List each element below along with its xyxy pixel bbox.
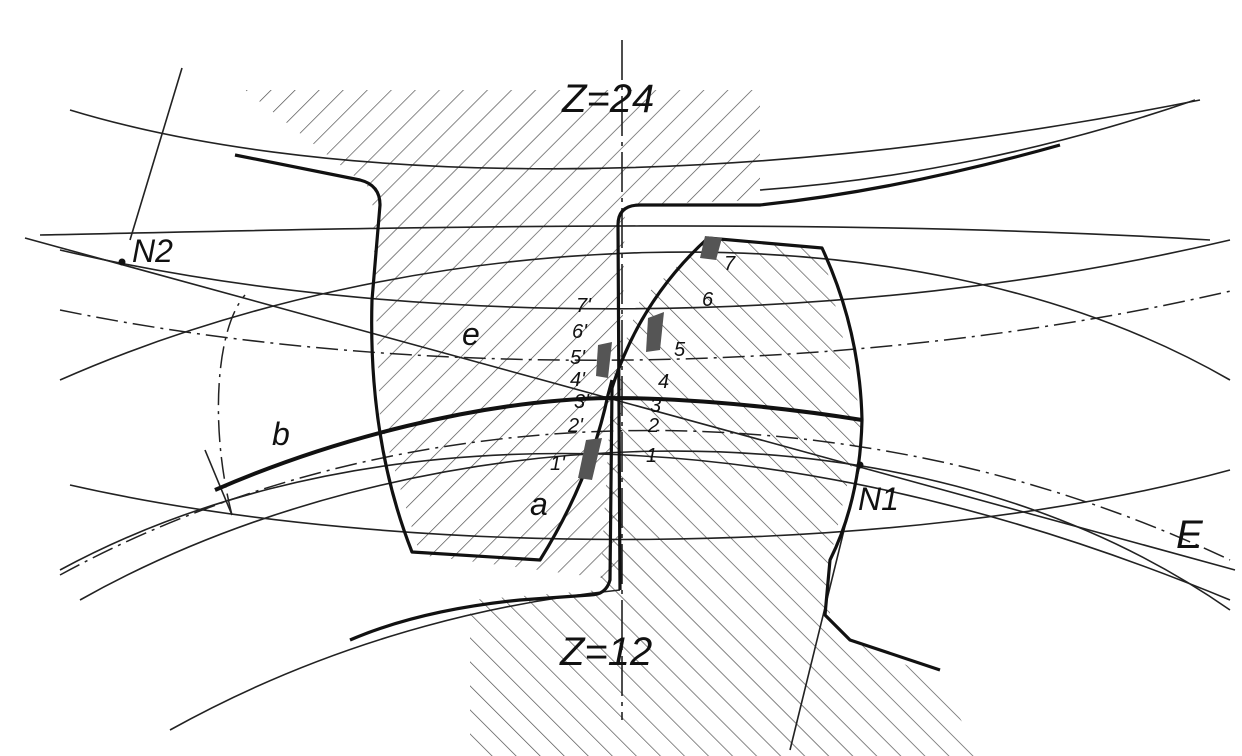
lower-gear-profile (349, 236, 941, 672)
flank-number: 4 (658, 371, 669, 393)
lower-gear-hatching (470, 238, 980, 756)
flank-number: 2 (647, 415, 659, 437)
flank-number: 4' (570, 369, 586, 391)
upper-gear-hatching (245, 90, 760, 580)
flank-number: 6' (572, 321, 588, 343)
flank-number: 1' (550, 453, 566, 475)
flank-number: 2' (567, 415, 584, 437)
label-e-lower: e (462, 316, 480, 352)
flank-number: 7' (576, 295, 592, 317)
left-flank-numbers: 1' 2' 3' 4' 5' 6' 7' (550, 295, 592, 475)
flank-number: 6 (702, 289, 714, 311)
gear-circles (39, 99, 1236, 731)
right-flank-numbers: 1 2 3 4 5 6 7 (646, 253, 736, 467)
flank-number: 3' (574, 391, 590, 413)
flank-number: 5' (570, 347, 586, 369)
label-n2: N2 (132, 233, 173, 269)
label-b: b (272, 416, 290, 452)
point-n1 (856, 461, 864, 469)
contact-strips (578, 236, 722, 480)
flank-number: 3 (650, 395, 661, 417)
label-z-top: Z=24 (561, 77, 654, 121)
flank-number: 1 (646, 445, 657, 467)
label-a: a (530, 486, 548, 522)
label-n1: N1 (858, 481, 899, 517)
flank-number: 7 (724, 253, 736, 275)
label-e-upper: E (1176, 513, 1204, 557)
contact-path-b (214, 395, 863, 492)
construction-lines (24, 40, 1236, 751)
flank-number: 5 (674, 339, 686, 361)
label-z-bottom: Z=12 (559, 630, 652, 674)
point-n2 (118, 258, 126, 266)
